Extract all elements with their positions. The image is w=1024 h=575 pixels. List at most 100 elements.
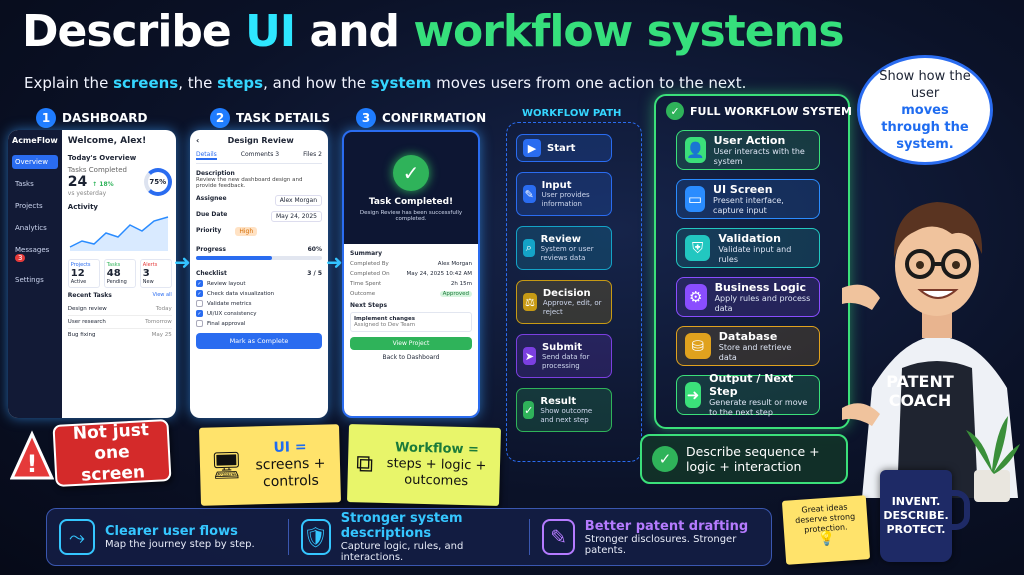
flow-icon: ⤳ bbox=[59, 519, 95, 555]
summary-row: Time Spent2h 15m bbox=[350, 281, 472, 287]
tab-comments[interactable]: Comments 3 bbox=[241, 151, 279, 160]
check-icon: ✓ bbox=[652, 446, 678, 472]
summary-box: ✓ Describe sequence + logic + interactio… bbox=[640, 434, 848, 484]
scale-icon: ⚖ bbox=[523, 293, 537, 311]
next-step-item[interactable]: Implement changesAssigned to Dev Team bbox=[350, 312, 472, 332]
shield-check-icon: ⛨ bbox=[685, 235, 710, 261]
checkbox[interactable] bbox=[196, 320, 203, 327]
activity-chart bbox=[68, 211, 172, 251]
activity-title: Activity bbox=[68, 203, 172, 211]
checkbox[interactable]: ✓ bbox=[196, 290, 203, 297]
confirmation-screen: ✓ Task Completed! Design Review has been… bbox=[342, 130, 480, 418]
workflow-node-result[interactable]: ✓ResultShow outcome and next step bbox=[516, 388, 612, 432]
not-just-one-screen-note: Not just one screen bbox=[52, 419, 171, 487]
workflow-node-start[interactable]: ▶Start bbox=[516, 134, 612, 162]
search-icon: ⌕ bbox=[523, 239, 535, 257]
completion-message: Design Review has been successfully comp… bbox=[344, 210, 478, 222]
nav-overview[interactable]: Overview bbox=[12, 155, 58, 169]
checklist-item[interactable]: Validate metrics bbox=[196, 300, 322, 307]
lightbulb-icon: 💡 bbox=[788, 531, 865, 546]
checkbox[interactable]: ✓ bbox=[196, 280, 203, 287]
back-icon[interactable]: ‹ bbox=[196, 136, 199, 145]
description-label: Description bbox=[196, 170, 322, 177]
workflow-node-submit[interactable]: ➤SubmitSend data for processing bbox=[516, 334, 612, 378]
summary-text: Describe sequence + logic + interaction bbox=[686, 444, 836, 474]
checkbox[interactable]: ✓ bbox=[196, 310, 203, 317]
arrow-right-icon: ➜ bbox=[326, 250, 343, 274]
recent-title: Recent Tasks bbox=[68, 292, 112, 299]
ui-definition-note: 🖥 UI =screens + controls bbox=[199, 424, 341, 506]
priority-badge[interactable]: High bbox=[235, 227, 257, 236]
summary-table: Completed ByAlex MorganCompleted OnMay 2… bbox=[350, 261, 472, 297]
small-sticky-note: Great ideas deserve strong protection.💡 bbox=[782, 495, 870, 565]
workflow-node-review[interactable]: ⌕ReviewSystem or user reviews data bbox=[516, 226, 612, 270]
stat-alerts: Alerts3New bbox=[140, 259, 172, 288]
checkbox[interactable] bbox=[196, 300, 203, 307]
document-pen-icon: ✎ bbox=[542, 519, 574, 555]
nav-analytics[interactable]: Analytics bbox=[12, 221, 58, 235]
check-icon: ✓ bbox=[523, 401, 534, 419]
workflow-node-input[interactable]: ✎InputUser provides information bbox=[516, 172, 612, 216]
summary-row: Completed OnMay 24, 2025 10:42 AM bbox=[350, 271, 472, 277]
workflow-path: ▶Start ✎InputUser provides information ⌕Re… bbox=[516, 134, 612, 442]
workflow-node-decision[interactable]: ⚖DecisionApprove, edit, or reject bbox=[516, 280, 612, 324]
checklist-item[interactable]: ✓UI/UX consistency bbox=[196, 310, 322, 317]
tab-files[interactable]: Files 2 bbox=[303, 151, 322, 160]
back-to-dashboard-button[interactable]: Back to Dashboard bbox=[350, 354, 472, 361]
checklist-item[interactable]: Final approval bbox=[196, 320, 322, 327]
stat-projects: Projects12Active bbox=[68, 259, 100, 288]
step-3-header: 3CONFIRMATION bbox=[356, 108, 486, 128]
system-node-output-next-step[interactable]: ➜Output / Next StepGenerate result or mo… bbox=[676, 375, 820, 415]
nav-messages[interactable]: Messages 3 bbox=[12, 243, 58, 265]
dashboard-sidebar: AcmeFlow Overview Tasks Projects Analyti… bbox=[8, 130, 62, 418]
due-row: Due DateMay 24, 2025 bbox=[196, 211, 322, 222]
system-node-user-action[interactable]: 👤User ActionUser interacts with the syst… bbox=[676, 130, 820, 170]
mark-complete-button[interactable]: Mark as Complete bbox=[196, 333, 322, 349]
benefit-better-drafting: ✎ Better patent draftingStronger disclos… bbox=[530, 509, 771, 565]
tab-details[interactable]: Details bbox=[196, 151, 217, 160]
list-item[interactable]: User researchTomorrow bbox=[68, 316, 172, 329]
monitor-icon: 🖥 bbox=[210, 451, 244, 482]
checklist-item[interactable]: ✓Review layout bbox=[196, 280, 322, 287]
system-node-ui-screen[interactable]: ▭UI ScreenPresent interface, capture inp… bbox=[676, 179, 820, 219]
shirt-text: PATENT COACH bbox=[878, 372, 962, 410]
warning-icon: ! bbox=[10, 420, 54, 496]
nav-tasks[interactable]: Tasks bbox=[12, 177, 58, 191]
welcome-text: Welcome, Alex! bbox=[68, 136, 172, 146]
description-text: Review the new dashboard design and prov… bbox=[196, 177, 322, 189]
mug-handle bbox=[948, 490, 970, 530]
database-icon: ⛁ bbox=[685, 333, 711, 359]
list-item[interactable]: Bug fixingMay 25 bbox=[68, 329, 172, 341]
coffee-mug: INVENT. DESCRIBE. PROTECT. bbox=[880, 470, 952, 562]
messages-badge: 3 bbox=[15, 254, 25, 262]
summary-row: OutcomeApproved bbox=[350, 291, 472, 297]
system-node-validation[interactable]: ⛨ValidationValidate input and rules bbox=[676, 228, 820, 268]
task-completed-title: Task Completed! bbox=[369, 197, 453, 207]
brand-logo: AcmeFlow bbox=[12, 136, 58, 145]
view-project-button[interactable]: View Project bbox=[350, 337, 472, 350]
nav-projects[interactable]: Projects bbox=[12, 199, 58, 213]
system-node-database[interactable]: ⛁DatabaseStore and retrieve data bbox=[676, 326, 820, 366]
progress-bar bbox=[196, 256, 322, 260]
task-details-screen: ‹Design Review Details Comments 3 Files … bbox=[190, 130, 328, 418]
speech-bubble: Show how the user moves through the syst… bbox=[860, 58, 990, 162]
arrow-right-icon: ➜ bbox=[174, 250, 191, 274]
success-check-icon: ✓ bbox=[393, 155, 429, 191]
list-item[interactable]: Design reviewToday bbox=[68, 303, 172, 316]
system-node-business-logic[interactable]: ⚙Business LogicApply rules and process d… bbox=[676, 277, 820, 317]
gear-icon: ⚙ bbox=[685, 284, 707, 310]
shield-icon: 🛡 bbox=[301, 519, 331, 555]
due-date-field[interactable]: May 24, 2025 bbox=[271, 211, 322, 222]
checklist: ✓Review layout ✓Check data visualizationV… bbox=[196, 280, 322, 327]
view-all-link[interactable]: View all bbox=[153, 292, 172, 299]
arrow-right-icon: ➜ bbox=[685, 382, 701, 408]
headline: Describe UI and workflow systems bbox=[22, 6, 844, 57]
nav-settings[interactable]: Settings bbox=[12, 273, 58, 287]
priority-row: PriorityHigh bbox=[196, 227, 322, 236]
recent-list: Design reviewToday User researchTomorrow… bbox=[68, 303, 172, 341]
assignee-select[interactable]: Alex Morgan bbox=[275, 195, 322, 206]
checklist-item[interactable]: ✓Check data visualization bbox=[196, 290, 322, 297]
play-icon: ▶ bbox=[523, 139, 541, 157]
summary-title: Summary bbox=[350, 250, 472, 257]
dashboard-screen: AcmeFlow Overview Tasks Projects Analyti… bbox=[8, 130, 176, 418]
